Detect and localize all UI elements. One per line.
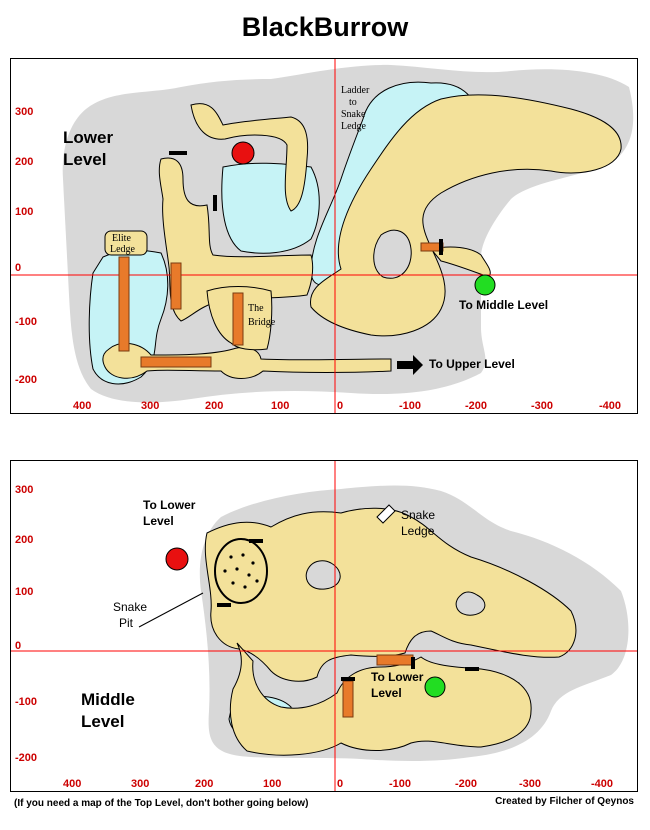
ladder-icon [170, 262, 182, 310]
door [465, 667, 479, 671]
x-tick: 200 [205, 400, 223, 412]
level-label-line1: Lower [63, 128, 113, 147]
lower-level-svg: Lower Level Ladder to Snake Ledge Elite … [11, 59, 637, 413]
door [217, 603, 231, 607]
door [169, 151, 187, 155]
x-tick: -200 [455, 778, 477, 790]
elite-ledge-label: Elite [112, 233, 131, 244]
ladder-icon [140, 356, 212, 368]
footer-note: (If you need a map of the Top Level, don… [14, 798, 309, 809]
level-label-line1: Middle [81, 690, 135, 709]
x-tick: 400 [73, 400, 91, 412]
ladder-icon [232, 292, 244, 346]
green-zone-marker-icon [424, 676, 446, 698]
y-tick: 100 [15, 206, 33, 218]
door [249, 539, 263, 543]
map-title: BlackBurrow [241, 12, 409, 42]
y-tick: -200 [15, 752, 37, 764]
x-tick: 400 [63, 778, 81, 790]
ladder-icon [342, 680, 354, 718]
to-lower-level-left-label: Level [143, 514, 174, 528]
y-tick: -100 [15, 316, 37, 328]
x-tick: 300 [141, 400, 159, 412]
door [213, 195, 217, 211]
tunnel-main [204, 507, 577, 682]
snake-pit-dots [223, 553, 259, 589]
x-tick: -300 [519, 778, 541, 790]
snake-ledge-label: Snake [401, 508, 435, 522]
x-tick: 0 [337, 400, 343, 412]
elite-ledge-label: Ledge [110, 244, 136, 255]
elite-ledge [104, 230, 148, 256]
level-label-line2: Level [81, 712, 124, 731]
y-tick: 0 [15, 262, 21, 274]
x-tick: 100 [271, 400, 289, 412]
x-tick: 200 [195, 778, 213, 790]
to-lower-level-right-label: To Lower [371, 670, 424, 684]
bridge-label: Bridge [248, 317, 276, 328]
to-lower-level-left-label: To Lower [143, 498, 196, 512]
lower-level-map: Lower Level Ladder to Snake Ledge Elite … [10, 58, 638, 414]
x-tick: 100 [263, 778, 281, 790]
bridge-label: The [248, 303, 264, 314]
green-zone-marker-icon [474, 274, 496, 296]
door [341, 677, 355, 681]
to-upper-level-label: To Upper Level [429, 357, 515, 371]
snake-pit-pointer [138, 592, 204, 628]
footer-credit: Created by Filcher of Qeynos [495, 796, 634, 807]
ladder-label: to [349, 97, 357, 108]
snake-pit [214, 538, 268, 604]
x-tick: -400 [591, 778, 613, 790]
x-tick: -200 [465, 400, 487, 412]
ladder-label: Ledge [341, 121, 367, 132]
tunnel-north [190, 103, 309, 212]
y-tick: 100 [15, 586, 33, 598]
x-tick: 0 [337, 778, 343, 790]
arrow-right-icon [397, 355, 423, 375]
snake-ledge-icon [376, 504, 396, 524]
to-middle-level-label: To Middle Level [459, 298, 548, 312]
tunnel-south [102, 342, 392, 379]
red-zone-marker-icon [165, 547, 189, 571]
ladder-label: Ladder [341, 85, 370, 96]
snake-pit-label: Snake [113, 600, 147, 614]
y-tick: 200 [15, 156, 33, 168]
y-tick: 200 [15, 534, 33, 546]
to-lower-level-right-label: Level [371, 686, 402, 700]
y-tick: 300 [15, 106, 33, 118]
x-tick: -100 [389, 778, 411, 790]
y-tick: 0 [15, 640, 21, 652]
y-tick: -100 [15, 696, 37, 708]
snake-ledge-label: Ledge [401, 524, 435, 538]
door [439, 239, 443, 255]
x-tick: -300 [531, 400, 553, 412]
y-tick: -200 [15, 374, 37, 386]
red-zone-marker-icon [231, 141, 255, 165]
level-label-line2: Level [63, 150, 106, 169]
x-tick: -400 [599, 400, 621, 412]
ladder-icon [376, 654, 414, 666]
snake-pit-label: Pit [119, 616, 134, 630]
x-tick: -100 [399, 400, 421, 412]
x-tick: 300 [131, 778, 149, 790]
ladder-label: Snake [341, 109, 366, 120]
tunnel-east-loop [310, 94, 622, 337]
y-tick: 300 [15, 484, 33, 496]
ladder-icon [118, 256, 130, 352]
middle-level-map: Middle Level To Lower Level Snake Ledge … [10, 460, 638, 792]
tunnel-upper-exit [430, 246, 491, 278]
tunnel-central [158, 157, 314, 322]
middle-level-svg: Middle Level To Lower Level Snake Ledge … [11, 461, 637, 791]
tunnel-south [229, 642, 532, 756]
door [411, 657, 415, 669]
